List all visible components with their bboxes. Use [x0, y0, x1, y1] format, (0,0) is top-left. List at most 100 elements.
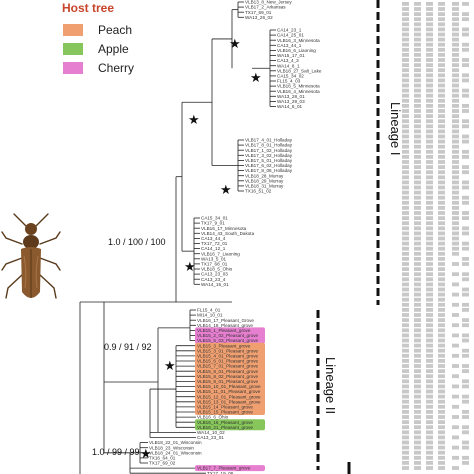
- host-bar-cell: [426, 348, 433, 353]
- lineage-ii-label: Lineage II: [323, 357, 338, 414]
- tip-label: VLB15_11_01_Pleasant_grove: [197, 389, 261, 394]
- host-bar-cell: [402, 277, 409, 282]
- host-bar-cell: [414, 425, 421, 430]
- host-bar-cell: [414, 200, 421, 205]
- host-bar-cell: [426, 165, 433, 169]
- host-bar-cell: [414, 53, 421, 57]
- tip-label: WA15_17_01: [277, 53, 305, 58]
- host-bar-cell: [452, 364, 459, 368]
- tip-label: VLB16_16_Pleasant_grove: [197, 420, 253, 425]
- host-bar-cell: [426, 302, 433, 307]
- host-bar-cell: [414, 379, 421, 384]
- host-bar-cell: [438, 236, 445, 241]
- host-bar-cell: [414, 211, 421, 215]
- host-bar-cell: [438, 195, 445, 200]
- host-bar-cell: [452, 333, 459, 338]
- host-bar-cell: [414, 338, 421, 343]
- host-bar-cell: [462, 12, 469, 16]
- tip-label: VLB18_31_Murray: [245, 184, 284, 189]
- host-bar-cell: [414, 93, 421, 98]
- host-bar-cell: [452, 165, 459, 169]
- host-bar-cell: [402, 27, 409, 32]
- tip-label: VLB15_12_01_Pleasant_grove: [197, 394, 261, 399]
- tip-label: WA13_26_02: [245, 15, 273, 20]
- host-bar-cell: [414, 149, 421, 154]
- host-bar-cell: [438, 104, 445, 108]
- host-bar-cell: [402, 445, 409, 450]
- host-bar-cell: [414, 328, 421, 333]
- tip-label: VLB17_7_Pleasant_grove: [197, 466, 251, 471]
- host-bar-cell: [414, 466, 421, 470]
- tip-label: VLB14_43_South_Dakota: [201, 231, 255, 236]
- tip-label: VLB18_22_01_Wisconsin: [149, 440, 202, 445]
- host-bar-cell: [462, 216, 469, 220]
- support-star: ★: [164, 358, 176, 373]
- host-bar-cell: [452, 445, 459, 450]
- host-bar-cell: [402, 109, 409, 113]
- host-bar-cell: [414, 190, 421, 195]
- host-bar-cell: [402, 221, 409, 226]
- host-bar-cell: [426, 139, 433, 144]
- host-bar-cell: [462, 318, 469, 322]
- host-bar-cell: [438, 206, 445, 210]
- host-bar-cell: [426, 262, 433, 266]
- host-bar-cell: [402, 22, 409, 27]
- host-bar-cell: [402, 175, 409, 180]
- host-bar-cell: [438, 328, 445, 333]
- host-bar-cell: [462, 461, 469, 465]
- host-highlights: [195, 327, 265, 472]
- host-bar-cell: [462, 425, 469, 430]
- host-bar-cell: [438, 364, 445, 368]
- host-bar-cell: [426, 170, 433, 175]
- host-bar-cell: [414, 119, 421, 124]
- tip-label: VLB17_2_Arkansas: [245, 5, 286, 10]
- tip-label: WA13_5_01: [201, 256, 227, 261]
- lineage-i-label: Lineage I: [388, 102, 403, 156]
- host-bar-cell: [462, 226, 469, 231]
- support-value-lower-clade: 1.0 / 99 / 99: [92, 447, 140, 457]
- tip-label: CA14_23_1: [277, 28, 302, 33]
- host-bar-cell: [426, 185, 433, 190]
- host-bar-cell: [452, 119, 459, 124]
- host-bar-cell: [414, 98, 421, 103]
- host-bar-cell: [426, 364, 433, 368]
- host-bar-cell: [402, 302, 409, 307]
- host-bar-cell: [402, 165, 409, 169]
- host-bar-cell: [452, 435, 459, 440]
- tip-label: VLB15_6_01_Pleasant_grove: [197, 359, 258, 364]
- host-bar-cell: [438, 216, 445, 220]
- host-bar-cell: [414, 7, 421, 11]
- host-bar-cell: [414, 155, 421, 159]
- host-bar-cell: [426, 257, 433, 261]
- host-bar-cell: [414, 445, 421, 450]
- host-bar-cell: [414, 185, 421, 190]
- host-bar-cell: [402, 466, 409, 470]
- host-bar-cell: [426, 435, 433, 440]
- host-bar-cell: [438, 440, 445, 445]
- tip-label: TX17_69_01: [245, 10, 272, 15]
- host-bar-cell: [452, 384, 459, 389]
- host-bar-cell: [402, 42, 409, 47]
- host-bar-cell: [452, 134, 459, 139]
- host-bar-cell: [438, 297, 445, 302]
- host-bar-cell: [438, 58, 445, 62]
- host-bar-cell: [452, 236, 459, 241]
- host-bar-cell: [452, 53, 459, 57]
- host-bar-cell: [452, 170, 459, 175]
- host-bar-cell: [426, 440, 433, 445]
- host-bar-cell: [452, 425, 459, 430]
- host-bar-cell: [462, 399, 469, 404]
- host-bar-cell: [402, 211, 409, 215]
- host-bar-cell: [414, 302, 421, 307]
- host-bar-cell: [402, 343, 409, 348]
- host-bar-cell: [414, 461, 421, 465]
- host-bar-cell: [402, 170, 409, 175]
- host-bar-cell: [438, 88, 445, 93]
- host-bar-cell: [452, 124, 459, 129]
- tip-label: VLB17_8_06_Holladay: [245, 168, 293, 173]
- host-bar-cell: [438, 353, 445, 358]
- host-bar-cell: [426, 374, 433, 379]
- host-bar-cell: [452, 47, 459, 52]
- host-bar-cell: [414, 17, 421, 22]
- host-bar-cell: [414, 404, 421, 409]
